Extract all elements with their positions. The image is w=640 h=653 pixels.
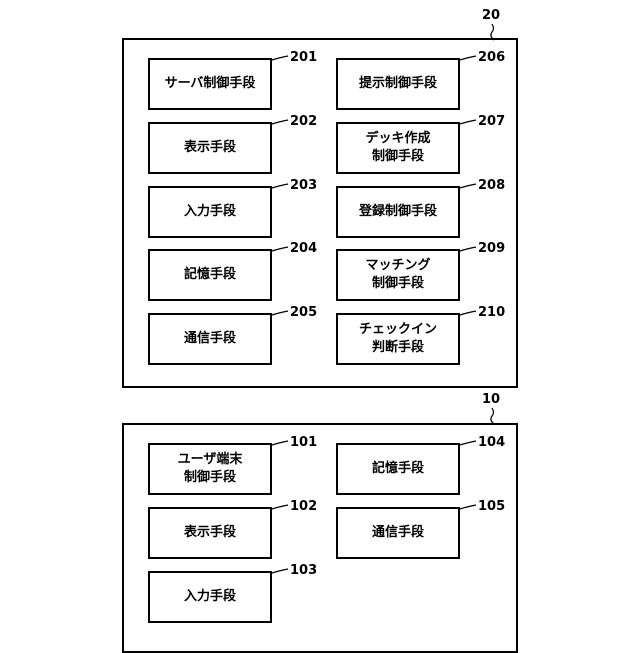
terminal-display-box: 表示手段 xyxy=(148,507,272,559)
server-storage-box: 記憶手段 xyxy=(148,249,272,301)
deck-creation-control-box: デッキ作成 制御手段 xyxy=(336,122,460,174)
ref-201: 201 xyxy=(290,50,317,65)
ref-101: 101 xyxy=(290,435,317,450)
ref-203: 203 xyxy=(290,178,317,193)
ref-202: 202 xyxy=(290,114,317,129)
server-display-box: 表示手段 xyxy=(148,122,272,174)
ref-104: 104 xyxy=(478,435,505,450)
presentation-control-box: 提示制御手段 xyxy=(336,58,460,110)
server-control-box: サーバ制御手段 xyxy=(148,58,272,110)
server-ref: 20 xyxy=(482,8,500,23)
ref-204: 204 xyxy=(290,241,317,256)
terminal-communication-box: 通信手段 xyxy=(336,507,460,559)
terminal-control-box: ユーザ端末 制御手段 xyxy=(148,443,272,495)
ref-103: 103 xyxy=(290,563,317,578)
terminal-input-box: 入力手段 xyxy=(148,571,272,623)
server-communication-box: 通信手段 xyxy=(148,313,272,365)
matching-control-box: マッチング 制御手段 xyxy=(336,249,460,301)
ref-105: 105 xyxy=(478,499,505,514)
ref-206: 206 xyxy=(478,50,505,65)
registration-control-box: 登録制御手段 xyxy=(336,186,460,238)
server-input-box: 入力手段 xyxy=(148,186,272,238)
terminal-ref: 10 xyxy=(482,392,500,407)
ref-207: 207 xyxy=(478,114,505,129)
ref-205: 205 xyxy=(290,305,317,320)
checkin-judgment-box: チェックイン 判断手段 xyxy=(336,313,460,365)
ref-209: 209 xyxy=(478,241,505,256)
ref-208: 208 xyxy=(478,178,505,193)
ref-210: 210 xyxy=(478,305,505,320)
ref-102: 102 xyxy=(290,499,317,514)
terminal-storage-box: 記憶手段 xyxy=(336,443,460,495)
